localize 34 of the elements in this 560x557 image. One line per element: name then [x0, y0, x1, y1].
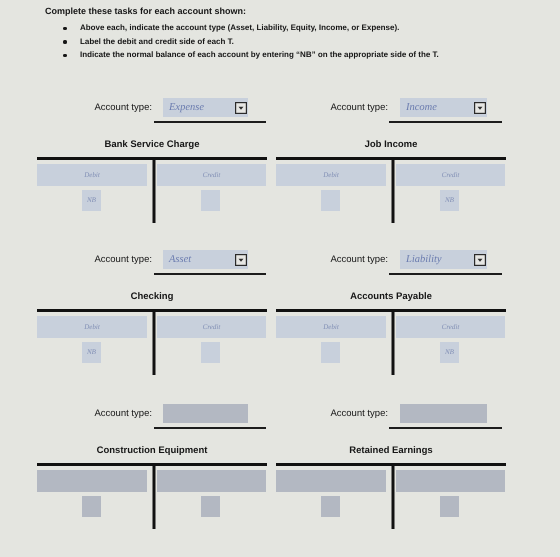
- bullet-item: Above each, indicate the account type (Asset, Liability, Equity, Income, or Expense).: [63, 23, 400, 33]
- field-label: Account type:: [330, 102, 388, 114]
- bullet-item: Indicate the normal balance of each account by entering “NB” on the appropriate side of the T.: [63, 50, 439, 60]
- entry-field: [321, 496, 340, 517]
- entry-field: [321, 342, 340, 363]
- account-title: Checking: [130, 290, 174, 303]
- entry-field: [201, 190, 220, 211]
- field-label: Account type:: [330, 408, 388, 420]
- entry-field: [201, 496, 220, 517]
- account-title: Bank Service Charge: [104, 138, 200, 151]
- field-label: Account type:: [330, 254, 388, 266]
- instructions-heading: Complete these tasks for each account shown:: [45, 6, 246, 17]
- side-label-field: [276, 470, 386, 492]
- bullet-item: Label the debit and credit side of each T.: [63, 36, 234, 46]
- account-type-dropdown: Liability: [400, 250, 487, 269]
- entry-field: [201, 342, 220, 363]
- account-title: Accounts Payable: [350, 290, 432, 303]
- account-type-dropdown: Expense: [163, 98, 248, 117]
- field-label: Account type:: [94, 254, 152, 266]
- entry-field: [321, 190, 340, 211]
- answer-box: [163, 404, 248, 423]
- field-label: Account type:: [94, 102, 152, 114]
- entry-field: [82, 496, 101, 517]
- account-type-dropdown: Asset: [163, 250, 248, 269]
- field-label: Account type:: [94, 408, 152, 420]
- account-title: Construction Equipment: [96, 444, 208, 457]
- side-label-field: [37, 470, 147, 492]
- side-label-field: [396, 470, 505, 492]
- answer-box: [400, 404, 487, 423]
- account-type-dropdown: Income: [400, 98, 487, 117]
- entry-field: [440, 496, 459, 517]
- account-title: Job Income: [364, 138, 418, 151]
- account-title: Retained Earnings: [349, 444, 433, 457]
- side-label-field: [157, 470, 266, 492]
